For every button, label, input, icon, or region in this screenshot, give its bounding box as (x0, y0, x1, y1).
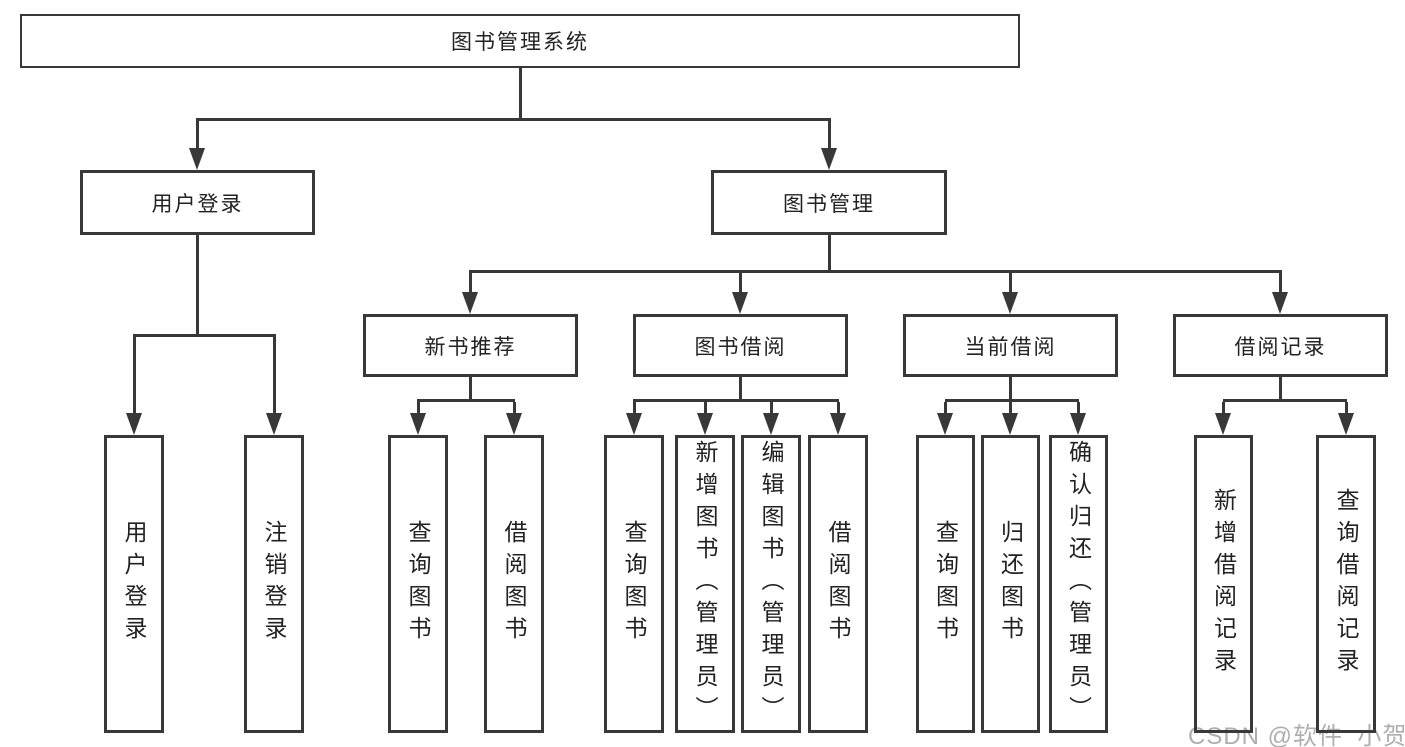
leaf-current-return-books: 归还图书 (981, 435, 1040, 733)
leaf-user-login: 用户登录 (104, 435, 164, 733)
connector-drop (944, 402, 947, 414)
connector-drop (704, 402, 707, 414)
connector-drop (739, 273, 742, 294)
leaf-record-add-borrow-record: 新增借阅记录 (1194, 435, 1253, 733)
arrow-down-icon (462, 292, 478, 314)
node-root-library-system: 图书管理系统 (20, 14, 1020, 68)
connector-drop (1009, 273, 1012, 294)
connector-drop (828, 121, 831, 150)
connector-recommend-stub (469, 377, 472, 402)
arrow-down-icon (626, 413, 642, 435)
connector-book-branch (469, 270, 1282, 273)
connector-record-branch (1223, 399, 1347, 402)
arrow-down-icon (697, 413, 713, 435)
connector-drop (513, 402, 516, 414)
arrow-down-icon (189, 148, 205, 170)
arrow-down-icon (1215, 413, 1231, 435)
leaf-borrow-edit-books-admin: 编辑图书（管理员） (741, 435, 801, 733)
connector-drop (770, 402, 773, 414)
leaf-record-query-borrow-record: 查询借阅记录 (1316, 435, 1376, 733)
connector-current-branch (945, 399, 1079, 402)
connector-drop (469, 273, 472, 294)
leaf-current-query-books: 查询图书 (916, 435, 975, 733)
leaf-current-confirm-return-admin: 确认归还（管理员） (1049, 435, 1108, 733)
connector-record-stub (1279, 377, 1282, 402)
arrow-down-icon (410, 413, 426, 435)
connector-root-branch (196, 118, 831, 121)
leaf-recommend-query-books: 查询图书 (388, 435, 448, 733)
node-current-borrow: 当前借阅 (903, 314, 1118, 377)
connector-drop (1279, 273, 1282, 294)
arrow-down-icon (937, 413, 953, 435)
arrow-down-icon (1002, 413, 1018, 435)
arrow-down-icon (1338, 413, 1354, 435)
connector-drop (633, 402, 636, 414)
connector-drop (196, 121, 199, 150)
connector-drop (1345, 402, 1348, 414)
connector-borrow-branch (633, 399, 839, 402)
arrow-down-icon (830, 413, 846, 435)
connector-drop (273, 337, 276, 416)
arrow-down-icon (732, 292, 748, 314)
leaf-borrow-borrow-books: 借阅图书 (808, 435, 868, 733)
arrow-down-icon (1002, 292, 1018, 314)
arrow-down-icon (1272, 292, 1288, 314)
csdn-watermark: CSDN @软件_小贺同学 (1188, 723, 1405, 747)
node-new-book-recommend: 新书推荐 (363, 314, 578, 377)
arrow-down-icon (506, 413, 522, 435)
connector-drop (1077, 402, 1080, 414)
node-book-management-branch: 图书管理 (711, 170, 947, 235)
node-borrow-records: 借阅记录 (1173, 314, 1388, 377)
connector-root-stub (519, 68, 522, 121)
connector-recommend-branch (417, 399, 515, 402)
connector-borrow-stub (739, 377, 742, 402)
leaf-borrow-add-books-admin: 新增图书（管理员） (675, 435, 735, 733)
arrow-down-icon (126, 413, 142, 435)
arrow-down-icon (821, 148, 837, 170)
connector-current-stub (1009, 377, 1012, 402)
connector-drop (1222, 402, 1225, 414)
connector-user-stub (196, 235, 199, 337)
connector-drop (837, 402, 840, 414)
leaf-borrow-query-books: 查询图书 (604, 435, 664, 733)
connector-user-branch (133, 334, 276, 337)
leaf-logout: 注销登录 (244, 435, 304, 733)
connector-drop (1009, 402, 1012, 414)
arrow-down-icon (1070, 413, 1086, 435)
node-user-login-branch: 用户登录 (80, 170, 315, 235)
connector-drop (133, 337, 136, 416)
connector-drop (417, 402, 420, 414)
node-book-borrow: 图书借阅 (633, 314, 848, 377)
leaf-recommend-borrow-books: 借阅图书 (484, 435, 544, 733)
arrow-down-icon (266, 413, 282, 435)
arrow-down-icon (763, 413, 779, 435)
connector-book-stub (828, 235, 831, 273)
